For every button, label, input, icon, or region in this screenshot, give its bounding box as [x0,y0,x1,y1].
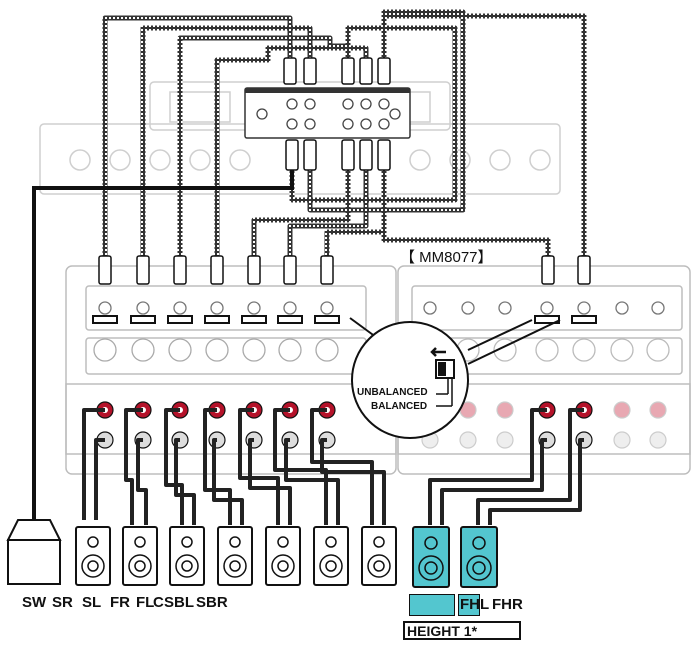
channel-label-c: C [153,594,164,611]
height-legend-text: HEIGHT 1* [407,623,478,639]
rca-plugs-top [283,57,391,85]
balanced-switch-inset [349,317,561,439]
rca-cables [102,9,587,258]
height-label-fhl [409,594,455,618]
rca-plugs-amp [98,255,591,285]
channel-label-sbl: SBL [164,594,194,611]
speaker-cables [82,408,584,525]
channel-label-sw: SW [22,594,47,611]
height-label-fhr-box [458,594,480,616]
channel-label-fl: FL [136,594,155,611]
height-label-fhr-group: FHL FHR [458,594,523,618]
channel-label-sbr: SBR [196,594,228,611]
subwoofer-cable [32,170,294,520]
channel-label-sr: SR [52,594,73,611]
height-speaker-icons [412,526,498,588]
model-label: 【 MM8077】 [400,249,493,266]
channel-label-fr: FR [110,594,130,611]
channel-labels: SW SR SL FR FL C SBL SBR [22,594,282,616]
preamp-output-block [244,87,411,139]
unbalanced-label: UNBALANCED [357,387,428,398]
height-label-fhl-text: FHL [460,596,490,613]
amplifier-left-panel [65,265,397,475]
speaker-icons [75,526,397,586]
channel-label-sl: SL [82,594,102,611]
subwoofer-icon [6,519,62,585]
height-legend: HEIGHT 1* [403,621,521,640]
amplifier-left-input-jacks [92,301,340,362]
balanced-label: BALANCED [371,401,428,412]
rca-plugs-bottom [285,139,391,171]
height-label-fhr-text: FHR [492,596,523,613]
height-label-fhl-box [409,594,455,616]
